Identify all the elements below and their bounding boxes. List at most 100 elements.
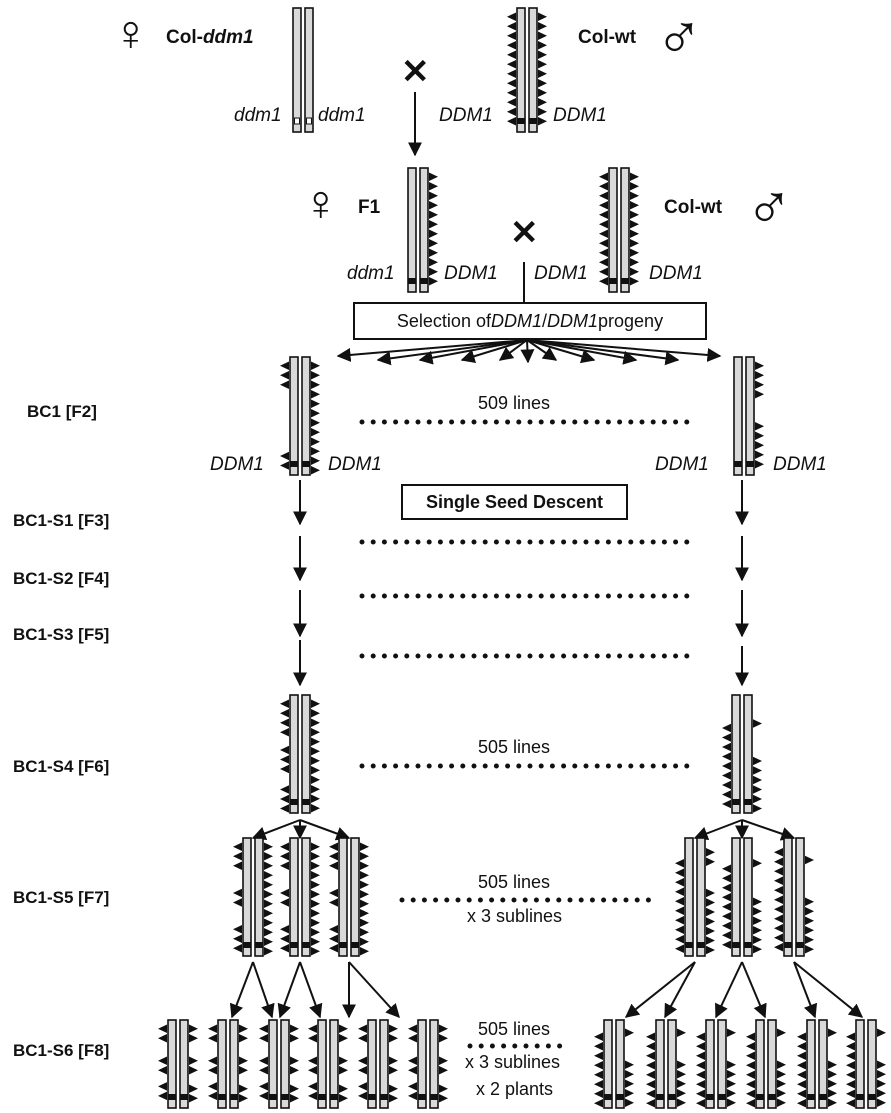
cross-symbol-f1: ✕ [510,214,539,252]
chrom-s6-left-5-mark-L-0-0 [408,1024,417,1033]
chrom-s6-left-1-mark-R-2-1 [239,1094,248,1103]
chrom-s6-right-2-mark-L-0-5 [696,1080,705,1089]
allele-DDM1-bc1-l2: DDM1 [328,454,382,475]
chrom-col-wt-f1-mark-R-0-3 [630,201,639,210]
chrom-s4-left-mark-L-2-0 [280,785,289,794]
chrom-s4-right-mark-L-0-0 [722,723,731,733]
chrom-col-wt-f1-mark-L-0-10 [599,267,608,276]
branch-s6-l0-1 [252,961,275,1019]
chrom-s6-left-1-mark-R-1-1 [239,1066,248,1075]
chrom-s6-left-4-mark-R-0-1 [389,1034,398,1043]
chrom-s6-right-1-left [655,1019,665,1109]
chrom-col-wt-f1-mark-L-0-2 [599,191,608,200]
chrom-s6-right-3-left [755,1019,765,1109]
chrom-s5-right-2-mark-R-1-4 [805,935,814,944]
chrom-s6-right-4-mark-R-1-0 [828,1060,837,1069]
chrom-s6-right-1-mark-L-0-6 [646,1089,655,1098]
chrom-s5-left-2-mark-L-2-1 [329,934,338,943]
chrom-s5-right-0-mark-R-1-1 [706,898,715,907]
chrom-s4-left-mark-R-0-6 [311,756,320,765]
chrom-s5-right-1-mark-L-0-8 [722,940,731,949]
chrom-s6-left-5-locus-right [430,1094,438,1100]
branch-s5-right-2 [741,819,796,841]
chrom-s5-left-1-mark-R-0-11 [311,947,320,956]
chrom-col-wt-f1-mark-R-0-11 [630,277,639,286]
chrom-s5-left-1-left [289,837,299,957]
chrom-bc1-right-mark-R-1-0 [755,422,764,431]
chrom-s6-right-5-left [855,1019,865,1109]
chrom-bc1-left-mark-R-0-6 [311,418,320,427]
chrom-s6-right-5-mark-L-0-2 [846,1051,855,1060]
chrom-bc1-left-mark-R-0-9 [311,447,320,456]
chrom-s6-left-3-mark-R-2-0 [339,1084,348,1093]
fan-arrow-7 [526,339,596,364]
chrom-s5-right-2-mark-L-0-8 [774,924,783,933]
chrom-col-wt-f1-mark-R-0-0 [630,172,639,181]
chrom-s5-right-0-mark-L-0-0 [675,859,684,868]
chrom-s6-right-2-mark-L-0-6 [696,1089,705,1098]
chrom-s6-left-3-right [329,1019,339,1109]
chrom-s6-right-1-mark-R-1-2 [677,1079,686,1088]
chrom-col-wt-top-mark-L-0-10 [507,107,516,116]
gen-label-s3: BC1-S3 [F5] [13,625,110,644]
gen-label-s5: BC1-S5 [F7] [13,888,110,907]
chrom-s6-right-2-mark-L-0-0 [696,1032,705,1041]
chrom-s5-left-1-mark-L-2-0 [280,925,289,934]
chrom-s6-right-0-mark-L-0-2 [594,1051,603,1060]
allele-ddm1-right: ddm1 [318,105,366,126]
chrom-s5-right-1-mark-L-0-4 [722,902,731,911]
chrom-s6-right-4-left [806,1019,816,1109]
chrom-s6-left-2-mark-L-1-0 [259,1056,268,1065]
chrom-col-wt-f1-locus-right [621,278,629,284]
chrom-s6-right-4-right [818,1019,828,1109]
chrom-bc1-left-mark-L-1-1 [280,461,289,470]
chrom-s6-right-0-mark-L-0-0 [594,1032,603,1041]
chrom-s6-right-4-mark-L-0-5 [797,1080,806,1089]
chrom-bc1-right-locus-right [746,461,754,467]
chrom-s6-right-2-locus-left [706,1094,714,1100]
chrom-s5-right-2-right [795,837,805,957]
chrom-bc1-left-mark-R-0-8 [311,437,320,446]
chrom-s5-left-0-mark-L-1-0 [233,888,242,898]
chrom-s4-left-locus-left [290,799,298,805]
chrom-s5-right-1-mark-L-0-5 [722,912,731,921]
chrom-s6-right-5-mark-L-0-6 [846,1089,855,1098]
chrom-s6-right-1-mark-L-0-1 [646,1042,655,1051]
chrom-s6-right-3-mark-R-1-4 [777,1098,786,1107]
chrom-s5-right-2-mark-L-0-1 [774,857,783,866]
chrom-bc1-right-mark-R-0-2 [755,380,764,389]
chrom-s6-right-2-mark-R-0-0 [727,1028,736,1037]
chrom-s5-right-2-mark-L-0-0 [774,848,783,857]
chrom-s6-left-2-locus-left [269,1094,277,1100]
chrom-s6-right-3-locus-left [756,1094,764,1100]
chrom-s6-right-2-mark-R-1-0 [727,1060,736,1069]
chrom-s5-right-1-mark-R-1-5 [753,945,762,954]
chrom-s6-right-4-mark-L-0-3 [797,1061,806,1070]
chrom-f1-mark-R-0-5 [429,220,438,229]
chrom-s6-right-1-mark-L-0-4 [646,1070,655,1079]
chrom-col-wt-f1-mark-R-0-4 [630,210,639,219]
chrom-s6-right-3-mark-R-1-2 [777,1079,786,1088]
parent1-label: Col-ddm1 [166,28,254,47]
chrom-col-wt-f1-mark-L-0-9 [599,258,608,267]
branch-s6-l1-0 [277,961,301,1019]
chrom-s6-right-3-mark-L-0-3 [746,1061,755,1070]
chrom-s5-left-1-mark-R-0-3 [311,871,320,880]
chrom-s4-left-mark-R-0-5 [311,747,320,756]
chrom-s6-right-0-locus-left [604,1094,612,1100]
chrom-s6-left-4-right [379,1019,389,1109]
gen-label-s4: BC1-S4 [F6] [13,757,110,776]
chrom-s5-left-2-mark-R-0-4 [360,880,369,889]
chrom-s5-right-0-mark-L-0-8 [675,935,684,944]
chrom-s6-right-4-mark-L-0-1 [797,1042,806,1051]
chrom-s4-left-mark-R-0-0 [311,699,320,708]
fan-arrow-5 [520,339,535,364]
chrom-s4-right-mark-L-0-2 [722,742,731,752]
chrom-s5-left-0-mark-L-0-2 [233,861,242,870]
chrom-s6-left-4-left [367,1019,377,1109]
chrom-s4-left-mark-R-0-4 [311,737,320,746]
chrom-s6-right-2-mark-R-1-4 [727,1098,736,1107]
chrom-col-wt-f1-mark-R-0-2 [630,191,639,200]
chrom-col-wt-f1-right [620,167,630,293]
